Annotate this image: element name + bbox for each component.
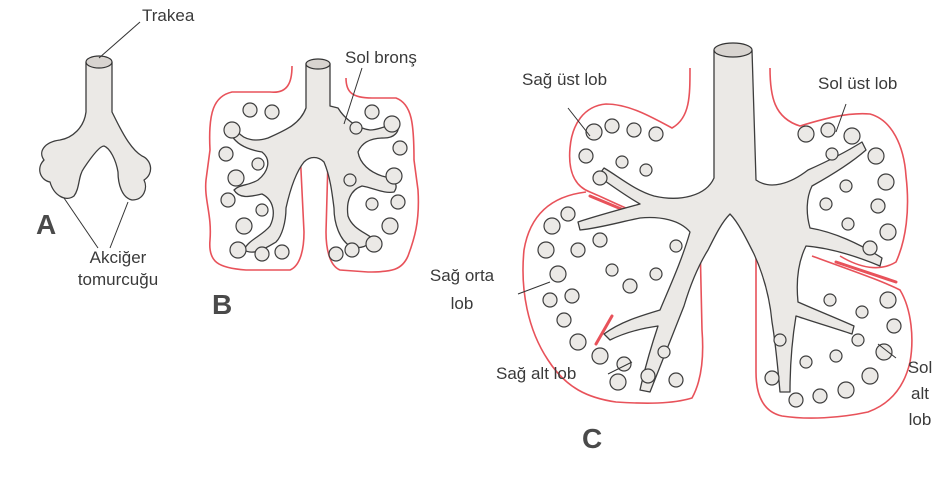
panel-b-trachea-opening xyxy=(306,59,330,69)
trachea-with-lung-buds xyxy=(40,62,151,200)
label-lob: lob xyxy=(412,294,512,314)
label-sol: Sol xyxy=(900,358,940,378)
label-sag-ust-lob: Sağ üst lob xyxy=(522,70,607,90)
panel-label-c: C xyxy=(582,424,602,454)
label-tomurcugu: tomurcuğu xyxy=(68,270,168,290)
label-alt: alt xyxy=(900,384,940,404)
panel-a-drawing xyxy=(40,22,151,248)
label-sag-orta: Sağ orta xyxy=(412,266,512,286)
panel-label-a: A xyxy=(36,210,56,240)
panel-c-drawing xyxy=(518,43,912,418)
panel-b-drawing xyxy=(206,59,419,272)
left-oblique-fissure xyxy=(836,262,896,282)
label-sag-alt-lob: Sağ alt lob xyxy=(496,364,576,384)
label-sol-brons: Sol bronş xyxy=(345,48,417,68)
label-sol-ust-lob: Sol üst lob xyxy=(818,74,897,94)
label-akciger: Akciğer xyxy=(68,248,168,268)
panel-label-b: B xyxy=(212,290,232,320)
label-trakea: Trakea xyxy=(142,6,194,26)
panel-c-bronchial-tree xyxy=(578,50,882,392)
panel-c-trachea-opening xyxy=(714,43,752,57)
label-lob-left-lower: lob xyxy=(900,410,940,430)
